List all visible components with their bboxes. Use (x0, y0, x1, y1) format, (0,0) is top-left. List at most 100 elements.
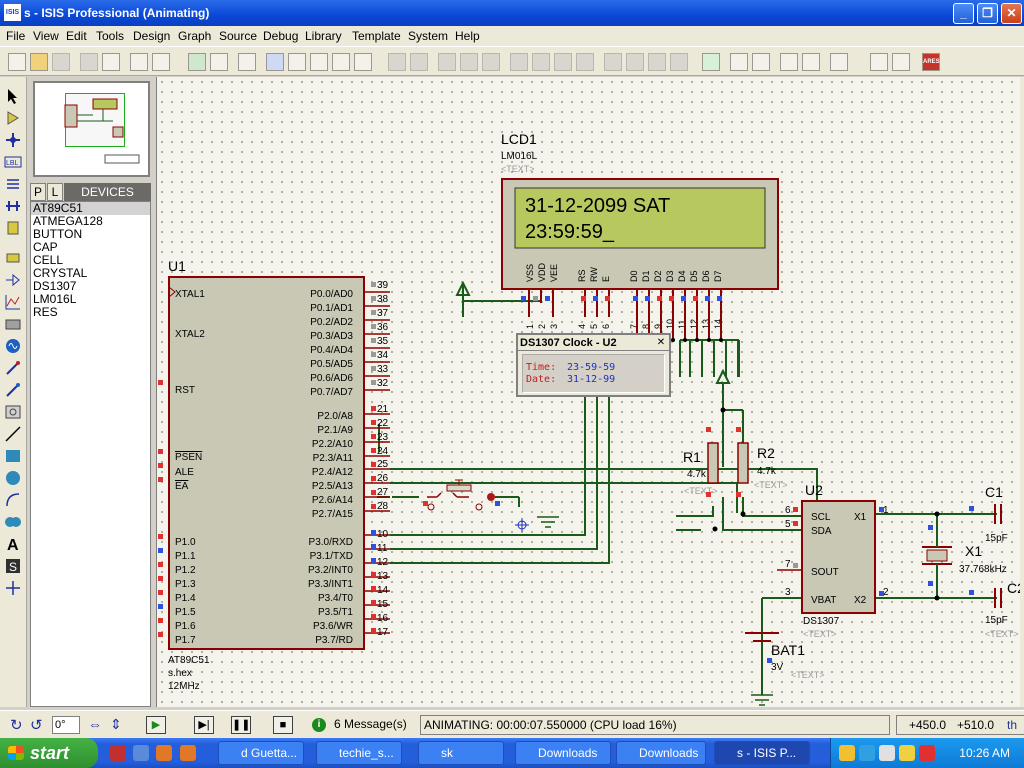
maximize-button[interactable]: ❐ (977, 3, 998, 24)
mirror-horizontal-icon[interactable]: ⇔ (88, 716, 102, 732)
capacitor-c2[interactable]: C2 15pF <TEXT> (969, 580, 1021, 639)
rotation-angle-field[interactable]: 0° (52, 716, 80, 734)
text-2d-icon[interactable]: A (4, 535, 22, 553)
mcu-at89c51[interactable]: U1 XTAL1 XTAL2 RST PSEN ALE EA P1.0 P1.1… (158, 258, 390, 692)
resistor-r1[interactable]: R1 4.7k <TEXT> (683, 427, 719, 497)
messages-info-icon[interactable]: i (312, 718, 326, 732)
text-script-mode-icon[interactable] (4, 175, 22, 193)
grid-icon[interactable] (210, 53, 228, 71)
refresh-icon[interactable] (188, 53, 206, 71)
quicklaunch-firefox-icon[interactable] (156, 745, 172, 761)
origin-icon[interactable] (238, 53, 256, 71)
zoom-out-icon[interactable] (310, 53, 328, 71)
voltage-probe-icon[interactable] (4, 359, 22, 377)
junction-mode-icon[interactable] (4, 131, 22, 149)
mirror-vertical-icon[interactable]: ⇕ (110, 716, 122, 732)
circle-2d-icon[interactable] (4, 469, 22, 487)
terminals-mode-icon[interactable] (4, 249, 22, 267)
tray-icon-2[interactable] (859, 745, 875, 761)
undo-icon[interactable] (388, 53, 406, 71)
task-sk-folder[interactable]: sk (418, 741, 504, 765)
pause-button[interactable]: ❚❚ (231, 716, 251, 734)
zoom-all-icon[interactable] (332, 53, 350, 71)
open-folder-icon[interactable] (30, 53, 48, 71)
netlist-icon[interactable] (870, 53, 888, 71)
export-icon[interactable] (102, 53, 120, 71)
library-manager-button[interactable]: L (47, 183, 63, 201)
menu-edit[interactable]: Edit (66, 29, 87, 43)
property-tool-icon[interactable] (752, 53, 770, 71)
selection-mode-icon[interactable] (4, 87, 22, 105)
pick-device-icon[interactable] (604, 53, 622, 71)
quicklaunch-firefox-icon-2[interactable] (180, 745, 196, 761)
task-techie[interactable]: techie_s... (316, 741, 402, 765)
remove-sheet-icon[interactable] (802, 53, 820, 71)
zoom-area-icon[interactable] (354, 53, 372, 71)
task-isis[interactable]: s - ISIS P... (714, 741, 810, 765)
device-item-ds1307[interactable]: DS1307 (33, 279, 77, 293)
menu-library[interactable]: Library (305, 29, 342, 43)
overview-window[interactable] (33, 81, 150, 177)
new-sheet-icon[interactable] (780, 53, 798, 71)
tray-icon-4[interactable] (899, 745, 915, 761)
schematic-canvas[interactable]: LCD1 LM016L <TEXT> 31-12-2099 SAT 23:59:… (156, 77, 1021, 707)
device-item-crystal[interactable]: CRYSTAL (33, 266, 88, 280)
device-item-button[interactable]: BUTTON (33, 227, 83, 241)
current-probe-icon[interactable] (4, 381, 22, 399)
resistor-r2[interactable]: R2 4.7k <TEXT> (736, 427, 788, 497)
component-mode-icon[interactable] (4, 109, 22, 127)
tray-icon-3[interactable] (879, 745, 895, 761)
menu-help[interactable]: Help (455, 29, 480, 43)
print-area-icon[interactable] (152, 53, 170, 71)
wire-autorouter-icon[interactable] (702, 53, 720, 71)
cut-icon[interactable] (438, 53, 456, 71)
messages-count[interactable]: 6 Message(s) (334, 717, 407, 731)
menu-debug[interactable]: Debug (263, 29, 299, 43)
device-item-atmega128[interactable]: ATMEGA128 (33, 214, 103, 228)
lcd-module[interactable]: LCD1 LM016L <TEXT> 31-12-2099 SAT 23:59:… (501, 131, 779, 342)
virtual-instruments-icon[interactable] (4, 403, 22, 421)
vertical-scrollbar[interactable] (1020, 77, 1024, 707)
generator-mode-icon[interactable] (4, 337, 22, 355)
decompose-icon[interactable] (670, 53, 688, 71)
redo-icon[interactable] (410, 53, 428, 71)
bill-of-materials-icon[interactable] (830, 53, 848, 71)
line-2d-icon[interactable] (4, 425, 22, 443)
import-icon[interactable] (80, 53, 98, 71)
quicklaunch-app-icon[interactable] (110, 745, 126, 761)
box-2d-icon[interactable] (4, 447, 22, 465)
crystal-x1[interactable]: X1 37.768kHz (922, 525, 1007, 586)
rotate-anticlockwise-icon[interactable]: ↺ (30, 717, 43, 734)
ares-icon[interactable]: ARES (922, 53, 940, 71)
graph-mode-icon[interactable] (4, 293, 22, 311)
menu-graph[interactable]: Graph (178, 29, 212, 43)
menu-tools[interactable]: Tools (96, 29, 125, 43)
block-delete-icon[interactable] (576, 53, 594, 71)
path-2d-icon[interactable] (4, 513, 22, 531)
task-downloads-2[interactable]: Downloads (616, 741, 706, 765)
ds1307-clock-popup[interactable]: DS1307 Clock - U2 ✕ Time: 23-59-59 Date:… (516, 333, 671, 397)
task-guetta[interactable]: d Guetta... (218, 741, 304, 765)
zoom-in-icon[interactable] (288, 53, 306, 71)
play-button[interactable]: ▶ (146, 716, 166, 734)
stop-button[interactable]: ■ (273, 716, 293, 734)
make-device-icon[interactable] (626, 53, 644, 71)
search-icon[interactable] (730, 53, 748, 71)
block-move-icon[interactable] (532, 53, 550, 71)
menu-file[interactable]: File (6, 29, 26, 43)
packaging-icon[interactable] (648, 53, 666, 71)
new-file-icon[interactable] (8, 53, 26, 71)
device-item-at89c51[interactable]: AT89C51 (31, 202, 150, 215)
tray-icon-5[interactable] (919, 745, 935, 761)
device-item-lm016l[interactable]: LM016L (33, 292, 77, 306)
copy-icon[interactable] (460, 53, 478, 71)
close-button[interactable]: ✕ (1001, 3, 1022, 24)
popup-close-icon[interactable]: ✕ (656, 337, 666, 348)
quicklaunch-browser-icon[interactable] (133, 745, 149, 761)
electrical-check-icon[interactable] (892, 53, 910, 71)
block-copy-icon[interactable] (510, 53, 528, 71)
marker-icon[interactable] (4, 579, 22, 597)
paste-icon[interactable] (482, 53, 500, 71)
rotate-clockwise-icon[interactable]: ↻ (10, 717, 23, 734)
device-item-cap[interactable]: CAP (33, 240, 58, 254)
